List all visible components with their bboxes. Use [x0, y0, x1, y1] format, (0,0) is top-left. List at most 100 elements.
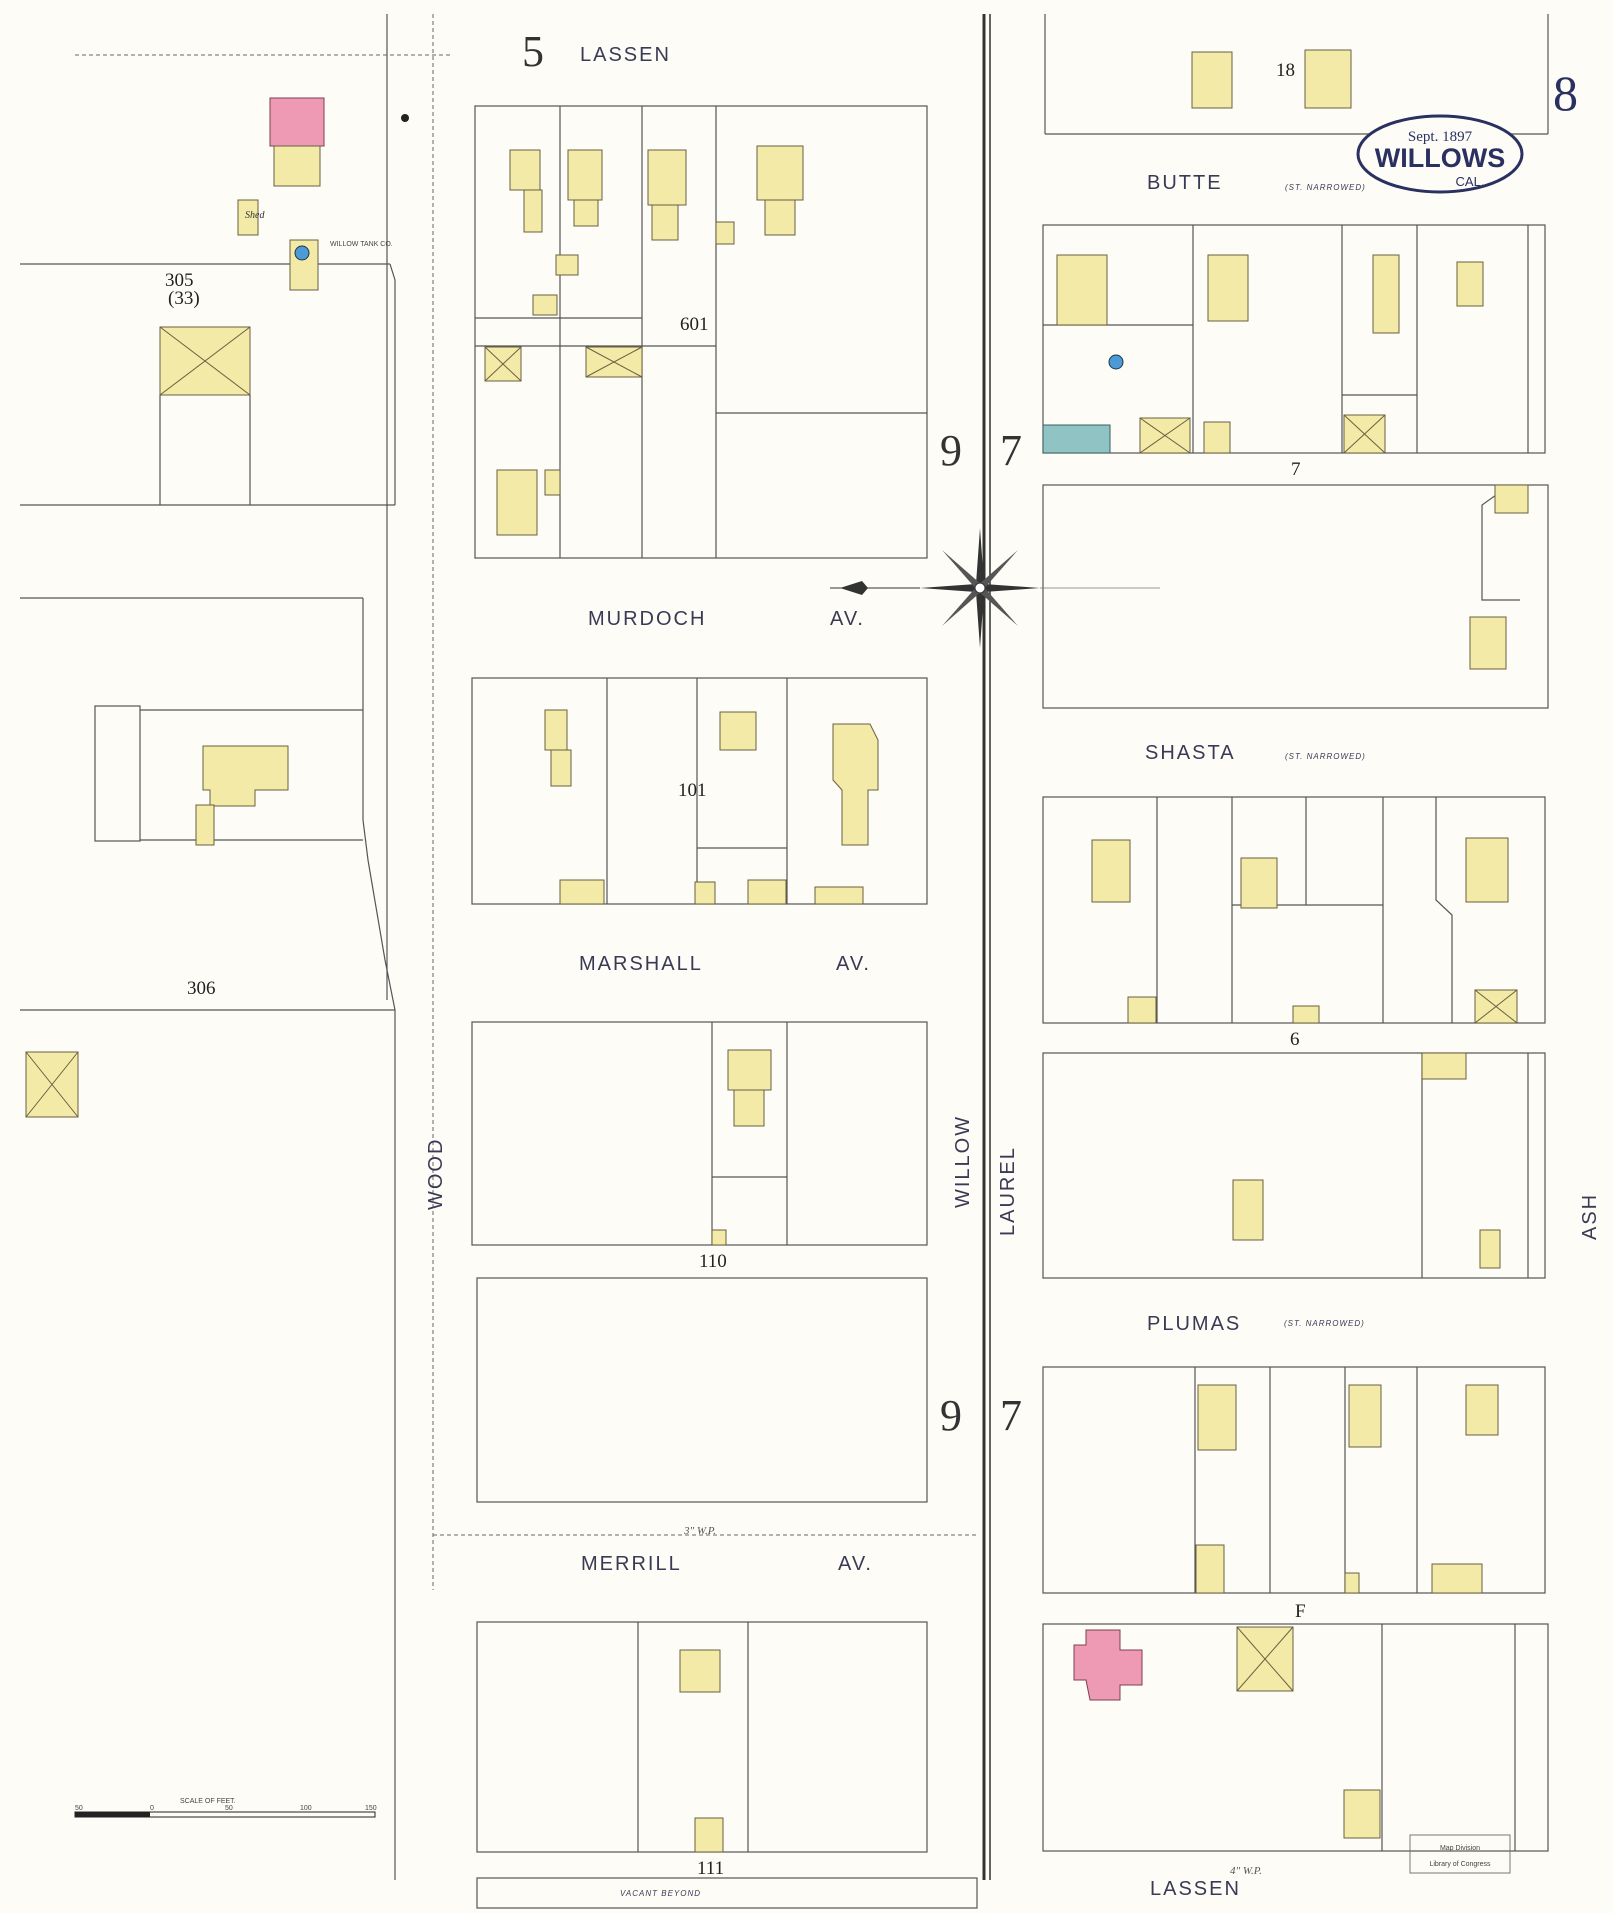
block-number-601: 601 [680, 314, 709, 335]
block-number-306: 306 [187, 978, 216, 999]
block-number-18: 18 [1276, 60, 1295, 81]
dwelling-7-b [1207, 254, 1249, 322]
shed-601 [715, 221, 735, 245]
outbuilding-306 [195, 804, 215, 846]
sheet-ref-7-top: 7 [1000, 426, 1022, 475]
block-south-of-F [1042, 1623, 1549, 1852]
dwelling-18-b [1304, 49, 1352, 109]
water-main-4-label: 4" W.P. [1230, 1865, 1262, 1877]
butte-note: (ST. NARROWED) [1285, 183, 1366, 192]
block-number-F: F [1295, 1601, 1306, 1622]
street-butte: BUTTE [1147, 172, 1223, 194]
dwelling-6-c [1465, 837, 1509, 903]
street-murdoch: MURDOCH [588, 608, 706, 630]
block-number-6: 6 [1290, 1029, 1300, 1050]
sheet-ref-5: 5 [522, 27, 544, 76]
dwelling-7-a [1056, 254, 1108, 326]
block-number-110: 110 [699, 1251, 727, 1272]
dwelling-601-b [567, 149, 603, 201]
dwelling-6-a [1091, 839, 1131, 903]
block-111: 111 VACANT BEYOND [476, 1621, 978, 1909]
dwelling-601-d [756, 145, 804, 201]
compass-rose [830, 528, 1160, 648]
block-101: 101 [471, 677, 928, 905]
water-main-3-label: 3" W.P. [683, 1525, 716, 1537]
street-plumas: PLUMAS [1147, 1313, 1241, 1335]
marshall-av: AV. [836, 953, 871, 975]
block-6: 6 [1042, 796, 1546, 1050]
vacant-beyond-label: VACANT BEYOND [620, 1889, 701, 1898]
sheet-ref-9-top: 9 [940, 426, 962, 475]
water-tank-icon [294, 245, 310, 261]
street-laurel: LAUREL [997, 1146, 1019, 1236]
scale-bar: SCALE OF FEET. 50 0 50 100 150 [74, 1798, 377, 1818]
windmill-tank-icon [1108, 354, 1124, 370]
block-110: 110 [471, 1021, 928, 1503]
street-ash: ASH [1579, 1193, 1601, 1240]
scale-tick-1: 0 [150, 1805, 154, 1812]
dwelling-south-F [1343, 1789, 1381, 1839]
murdoch-av: AV. [830, 608, 865, 630]
sheet-ref-7-bottom: 7 [1000, 1391, 1022, 1440]
dwelling-F-b [1348, 1384, 1382, 1448]
block-number-305: 305 [165, 270, 194, 291]
shasta-note: (ST. NARROWED) [1285, 752, 1366, 761]
street-wood: WOOD [425, 1138, 447, 1210]
dwelling-601-a [509, 149, 541, 191]
hydrant-icon [401, 114, 409, 122]
title-date: Sept. 1897 [1408, 129, 1473, 145]
dwelling-601-e [496, 469, 538, 536]
dwelling-7-c [1372, 254, 1400, 334]
street-shasta: SHASTA [1145, 742, 1236, 764]
block-7: 7 [1042, 224, 1546, 480]
dwelling-18-a [1191, 51, 1233, 109]
street-willow: WILLOW [952, 1115, 974, 1208]
block-south-of-6 [1042, 1052, 1546, 1279]
sheet-number: 8 [1553, 65, 1578, 121]
library-stamp: Map Division Library of Congress [1409, 1834, 1511, 1874]
dwelling-601-c [647, 149, 687, 206]
brick-building-F [1073, 1629, 1143, 1701]
dwelling-s7 [1469, 616, 1507, 670]
scale-tick-0: 50 [75, 1805, 83, 1812]
block-601: 601 [474, 105, 928, 559]
block-306: 306 [20, 597, 396, 1011]
scale-tick-2: 50 [225, 1805, 233, 1812]
block-305: WILLOW TANK CO. 305 (33) [20, 54, 450, 506]
block-south-of-7 [1042, 484, 1549, 709]
title-state: CAL. [1456, 174, 1485, 189]
stamp-line-1: Map Division [1440, 1845, 1480, 1852]
vacant-strip [476, 1877, 978, 1909]
dwelling-F-a [1197, 1384, 1237, 1451]
dwelling-306 [202, 745, 289, 807]
dwelling-s6 [1232, 1179, 1264, 1241]
street-lassen-bottom: LASSEN [1150, 1878, 1241, 1900]
dwelling-110 [727, 1049, 772, 1091]
brick-dwelling [269, 97, 325, 147]
dwelling-101-b [719, 711, 757, 751]
dwelling-7-d [1456, 261, 1484, 307]
street-merrill: MERRILL [581, 1553, 682, 1575]
block-F: F [1042, 1366, 1546, 1622]
scale-tick-3: 100 [300, 1805, 312, 1812]
dwelling-F-c [1465, 1384, 1499, 1436]
stone-building [1042, 424, 1111, 454]
street-lassen-top: LASSEN [580, 44, 671, 66]
dwelling-rear [273, 145, 321, 187]
block-number-111: 111 [697, 1858, 724, 1879]
block-number-7: 7 [1291, 459, 1301, 480]
shed-label: Shed [245, 210, 265, 221]
tank-company-label: WILLOW TANK CO. [330, 241, 393, 248]
block-number-101: 101 [678, 780, 707, 801]
stamp-line-2: Library of Congress [1429, 1861, 1491, 1868]
block-18: 18 [1044, 14, 1549, 135]
shed-building [237, 199, 259, 236]
merrill-av: AV. [838, 1553, 873, 1575]
title-city: WILLOWS [1375, 143, 1505, 173]
dwelling-111 [679, 1649, 721, 1693]
dwelling-6-b [1240, 857, 1278, 909]
block-south-of-110 [476, 1277, 928, 1503]
sheet-ref-9-bottom: 9 [940, 1391, 962, 1440]
street-marshall: MARSHALL [579, 953, 703, 975]
